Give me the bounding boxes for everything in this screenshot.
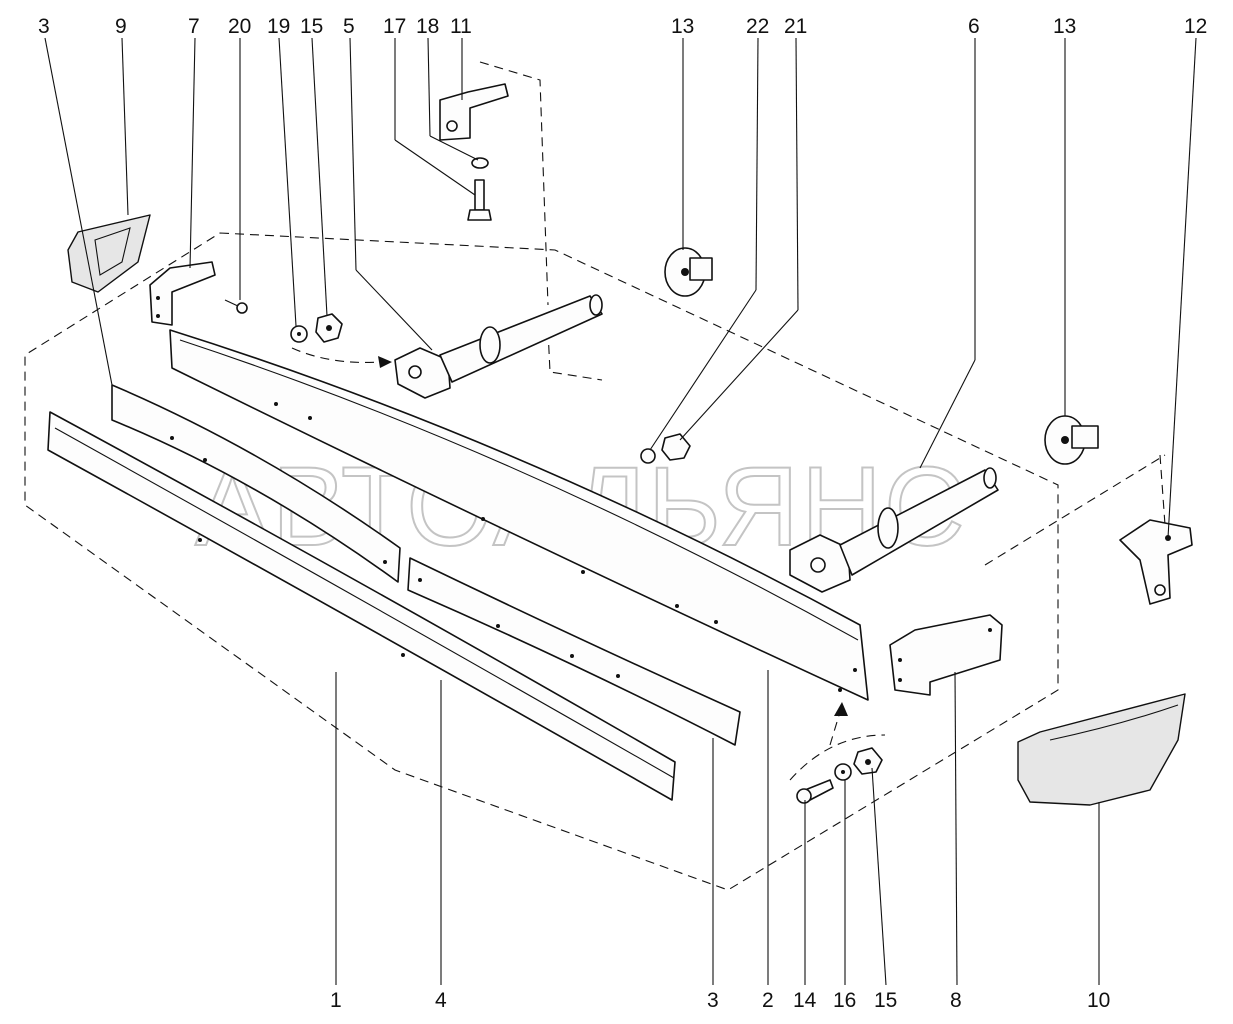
part-20-screw [224,299,248,314]
callout-15-top: 15 [300,15,323,38]
part-13-left-bushing [664,247,713,297]
callout-2: 2 [762,989,774,1012]
part-3-upper-strip [111,384,401,583]
part-1-bumper-facing [47,411,676,801]
callout-17: 17 [383,15,406,38]
part-9-left-end-cap [67,214,151,293]
callout-6: 6 [968,15,980,38]
callout-15-bottom: 15 [874,989,897,1012]
callout-21: 21 [784,15,807,38]
part-3-lower-strip [407,557,741,746]
part-15-nut-top [315,313,343,343]
part-13-right-bushing [1044,415,1099,465]
part-11-top-bracket [439,83,509,141]
callout-3-bottom: 3 [707,989,719,1012]
callout-13-left: 13 [671,15,694,38]
part-14-bolt [796,779,834,804]
assembly-arrow-right [789,711,886,781]
callout-7: 7 [188,15,200,38]
part-7-left-bracket [149,261,216,326]
callout-labels: 3 9 7 20 19 15 5 17 18 11 13 22 21 6 13 … [38,15,1207,1012]
callout-22: 22 [746,15,769,38]
callout-9: 9 [115,15,127,38]
part-15-nut-bottom [853,747,883,775]
callout-8: 8 [950,989,962,1012]
part-17-bolt [467,179,492,221]
part-12-right-bracket [1119,519,1193,605]
part-10-right-end-cap [1017,693,1186,806]
assembly-arrow-left [291,347,381,363]
part-21-nut [661,433,691,461]
callout-1: 1 [330,989,342,1012]
assembly-arrow-right-head [834,702,848,716]
leader-lines [44,37,1197,986]
callout-13-right: 13 [1053,15,1076,38]
callout-10: 10 [1087,989,1110,1012]
callout-4: 4 [435,989,447,1012]
callout-14: 14 [793,989,817,1012]
callout-19: 19 [267,15,290,38]
part-5-left-absorber [394,294,603,399]
callout-3-top: 3 [38,15,50,38]
callout-20: 20 [228,15,251,38]
callout-5: 5 [343,15,355,38]
part-19-washer [290,325,308,343]
part-2-bumper-beam [169,329,869,701]
callout-16: 16 [833,989,856,1012]
assembly-boundary [24,61,1166,891]
part-22-washer [640,448,656,464]
callout-18: 18 [416,15,439,38]
part-18-washer [471,157,489,169]
part-6-right-absorber [789,467,999,593]
part-8-right-bracket [889,614,1003,696]
callout-11: 11 [450,15,472,38]
assembly-arrow-left-head [378,356,392,368]
callout-12: 12 [1184,15,1207,38]
part-16-washer [834,763,852,781]
